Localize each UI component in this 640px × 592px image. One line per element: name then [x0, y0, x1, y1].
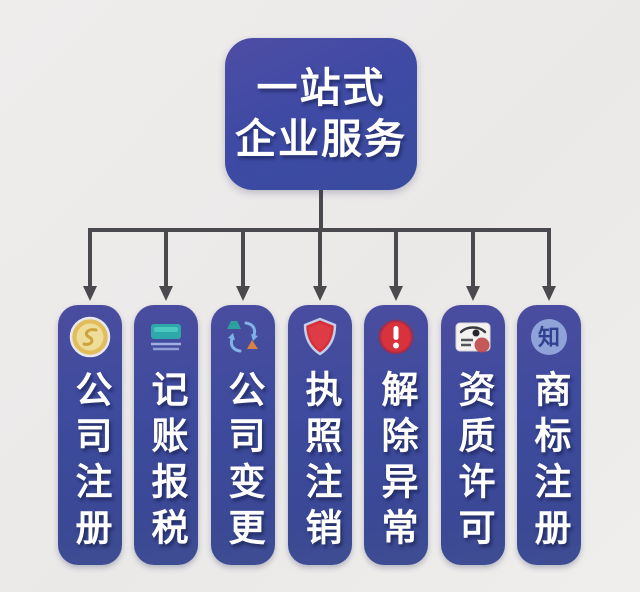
arrowheads — [83, 286, 556, 301]
service-pill-license-cancellation: 执照注销 — [288, 305, 352, 565]
certificate-icon — [450, 314, 496, 360]
service-pill-qualification-license: 资质许可 — [441, 305, 505, 565]
title-line-2: 企业服务 — [235, 115, 407, 163]
change-arrows-icon — [220, 314, 266, 360]
service-pill-bookkeeping-tax: 记账报税 — [134, 305, 198, 565]
title-box: 一站式 企业服务 — [225, 38, 417, 190]
service-pill-company-registration: 公司注册 — [58, 305, 122, 565]
alert-icon — [373, 314, 419, 360]
arrow-down-icon — [313, 286, 327, 301]
zhi-character: 知 — [538, 325, 560, 351]
arrow-down-icon — [159, 286, 173, 301]
arrow-down-icon — [542, 286, 556, 301]
service-label: 资质许可 — [452, 369, 495, 554]
ledger-icon — [143, 314, 189, 360]
service-label: 执照注销 — [299, 369, 342, 554]
service-label: 记账报税 — [145, 369, 188, 554]
service-pill-company-change: 公司变更 — [211, 305, 275, 565]
arrow-down-icon — [83, 286, 97, 301]
service-pill-trademark-registration: 知 商标注册 — [517, 305, 581, 565]
title-line-1: 一站式 — [256, 63, 386, 112]
arrow-down-icon — [466, 286, 480, 301]
arrow-down-icon — [389, 286, 403, 301]
shield-icon — [297, 314, 343, 360]
coin-icon — [67, 314, 113, 360]
service-label: 公司注册 — [69, 369, 112, 554]
service-label: 解除异常 — [375, 369, 418, 554]
service-label: 商标注册 — [528, 369, 571, 554]
service-pill-remove-abnormality: 解除异常 — [364, 305, 428, 565]
arrow-down-icon — [236, 286, 250, 301]
zhi-badge-icon: 知 — [526, 314, 572, 360]
service-label: 公司变更 — [222, 369, 265, 554]
